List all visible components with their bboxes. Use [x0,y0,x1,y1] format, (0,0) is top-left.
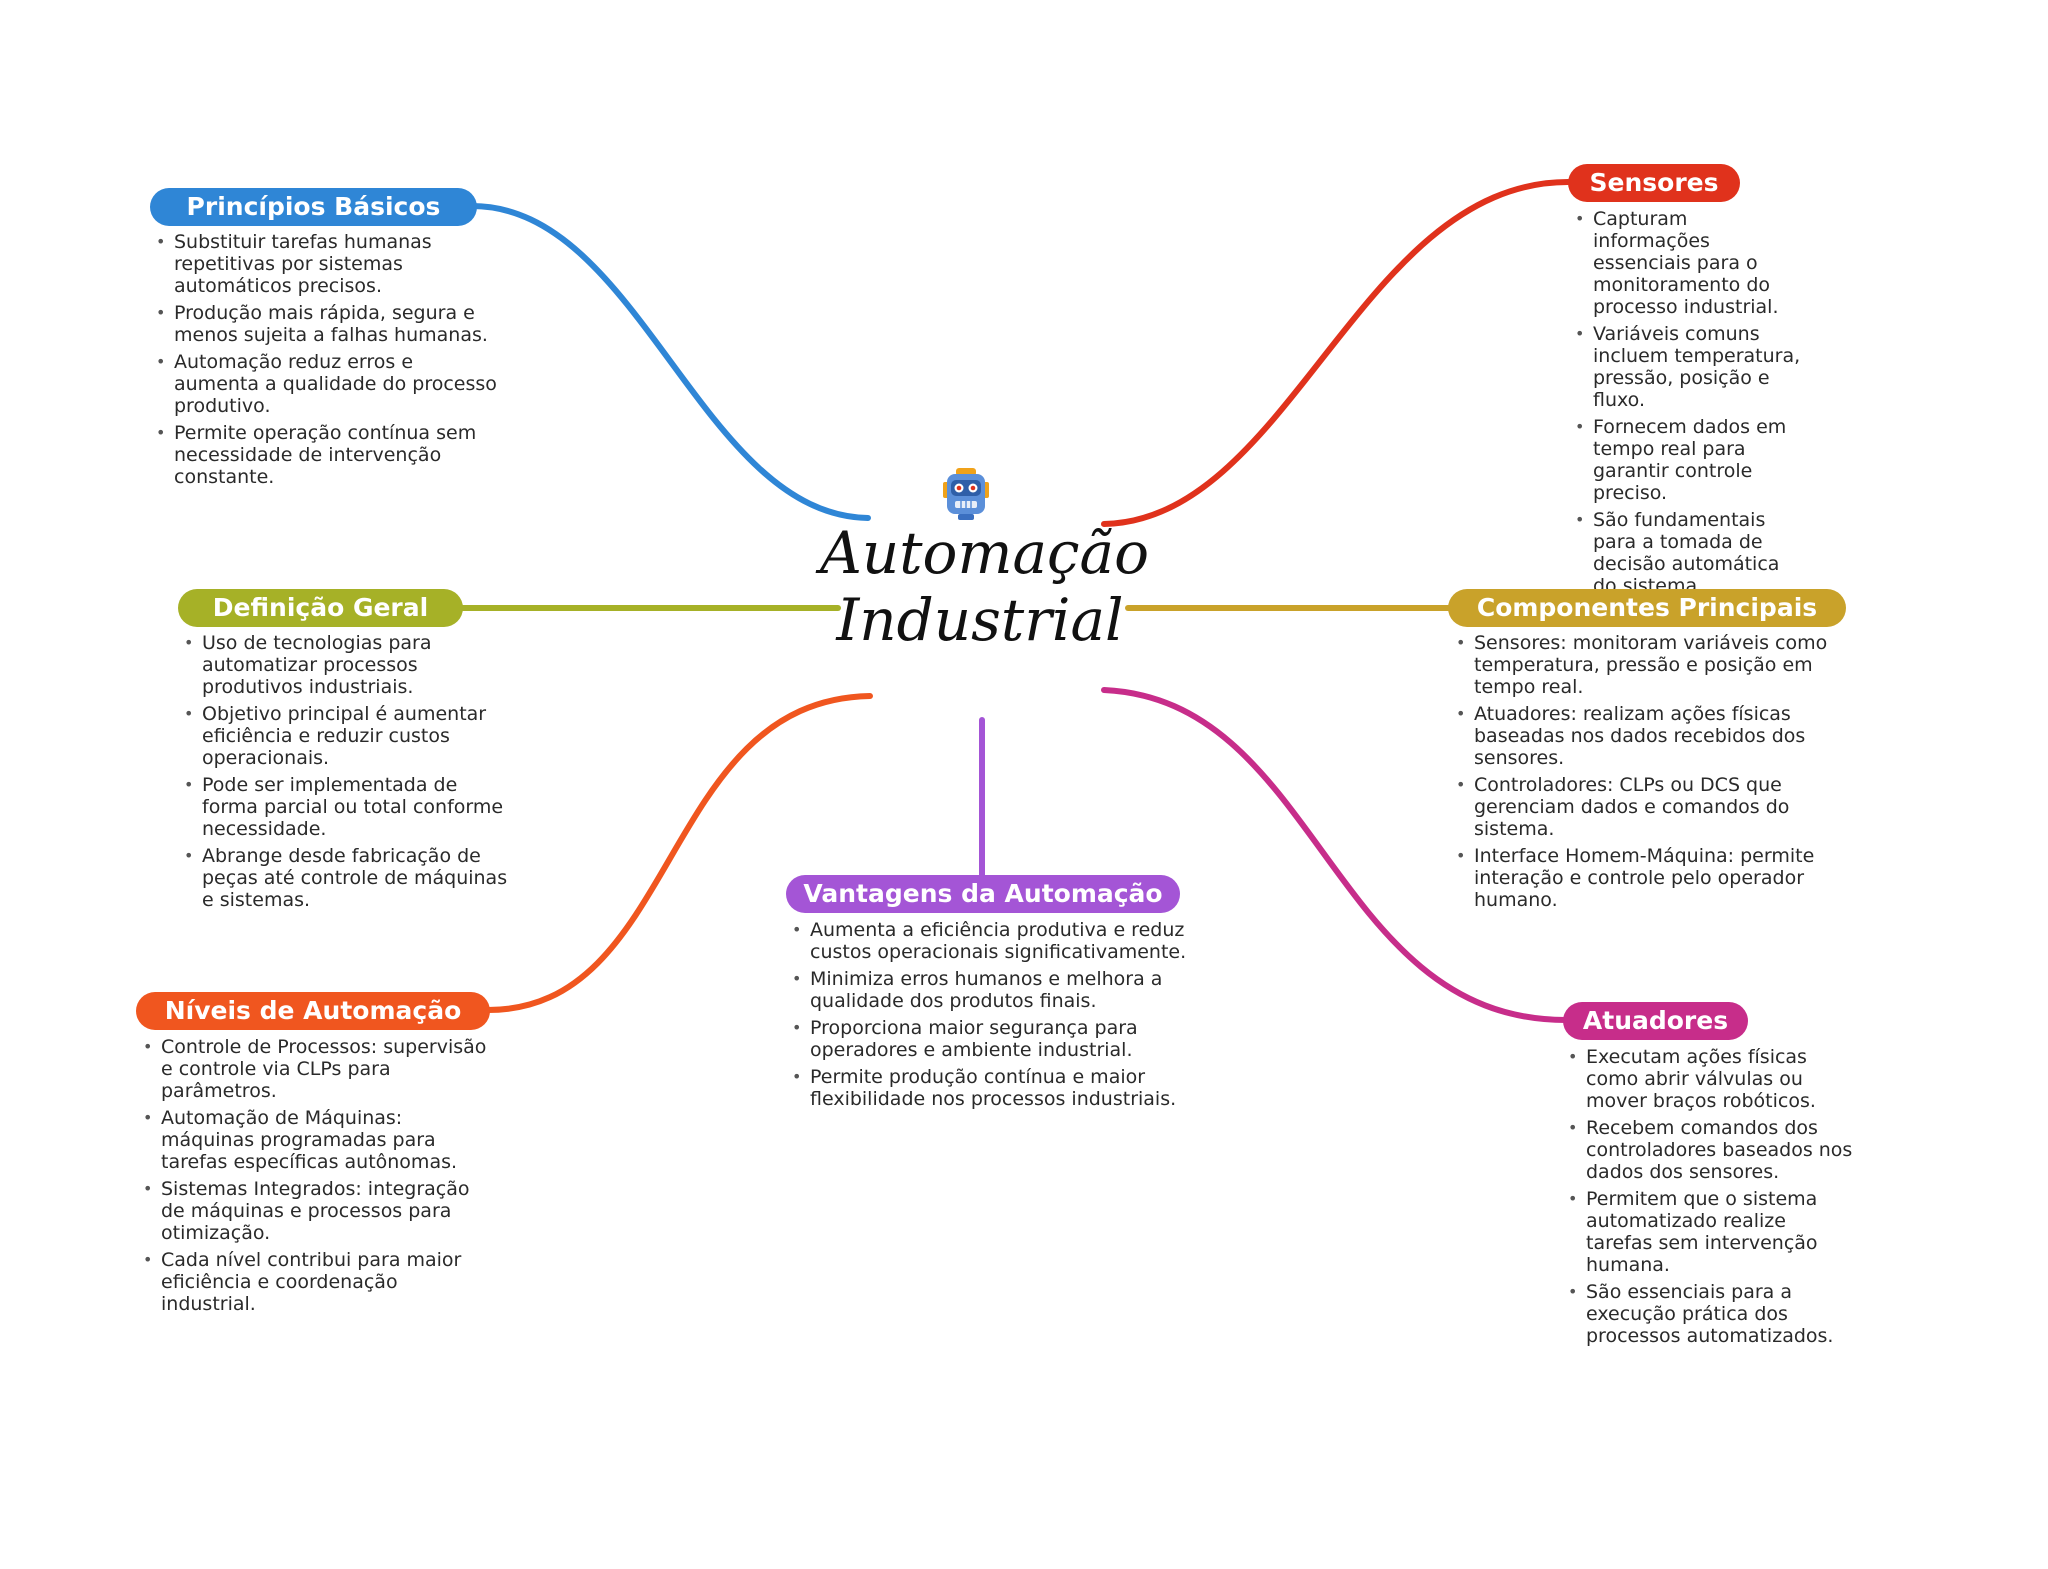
list-item: Recebem comandos dos controladores basea… [1568,1117,1856,1183]
list-item: Sensores: monitoram variáveis como tempe… [1456,632,1869,698]
connector-niveis [485,693,873,1013]
notes-principios-basicos: Substituir tarefas humanas repetitivas p… [150,231,504,493]
list-item: Capturam informações essenciais para o m… [1575,208,1803,318]
central-topic-line2: Industrial [836,586,1124,655]
connector-principios [469,203,871,521]
list-item: Substituir tarefas humanas repetitivas p… [156,231,504,297]
list-item: Automação reduz erros e aumenta a qualid… [156,351,504,417]
list-item: Permite operação contínua sem necessidad… [156,422,504,488]
list-item: Sistemas Integrados: integração de máqui… [143,1178,491,1244]
connector-atuadores [1101,687,1569,1023]
list-item: Controle de Processos: supervisão e cont… [143,1036,491,1102]
notes-atuadores: Executam ações físicas como abrir válvul… [1562,1046,1856,1352]
list-item: Executam ações físicas como abrir válvul… [1568,1046,1856,1112]
branch-atuadores[interactable]: Atuadores [1563,1002,1748,1040]
list-item: Cada nível contribui para maior eficiênc… [143,1249,491,1315]
branch-sensores[interactable]: Sensores [1568,164,1740,202]
branch-niveis-de-automacao[interactable]: Níveis de Automação [136,992,490,1030]
robot-icon [943,468,989,520]
branch-componentes-principais[interactable]: Componentes Principais [1448,589,1846,627]
notes-componentes-principais: Sensores: monitoram variáveis como tempe… [1450,632,1869,916]
list-item: Pode ser implementada de forma parcial o… [184,774,512,840]
list-item: Minimiza erros humanos e melhora a quali… [792,968,1190,1012]
notes-vantagens-da-automacao: Aumenta a eficiência produtiva e reduz c… [786,919,1190,1115]
list-item: Proporciona maior segurança para operado… [792,1017,1190,1061]
list-item: Automação de Máquinas: máquinas programa… [143,1107,491,1173]
list-item: Fornecem dados em tempo real para garant… [1575,416,1803,504]
connector-sensores [1101,179,1571,527]
branch-definicao-geral[interactable]: Definição Geral [178,589,463,627]
list-item: Objetivo principal é aumentar eficiência… [184,703,512,769]
list-item: Aumenta a eficiência produtiva e reduz c… [792,919,1190,963]
list-item: Produção mais rápida, segura e menos suj… [156,302,504,346]
list-item: Abrange desde fabricação de peças até co… [184,845,512,911]
list-item: Permite produção contínua e maior flexib… [792,1066,1190,1110]
central-topic-line1: Automação [820,519,1150,587]
list-item: Uso de tecnologias para automatizar proc… [184,632,512,698]
list-item: São essenciais para a execução prática d… [1568,1281,1856,1347]
list-item: Controladores: CLPs ou DCS que gerenciam… [1456,774,1869,840]
branch-principios-basicos[interactable]: Princípios Básicos [150,188,477,226]
list-item: Permitem que o sistema automatizado real… [1568,1188,1856,1276]
notes-sensores: Capturam informações essenciais para o m… [1569,208,1803,602]
central-topic[interactable]: Automação Industrial [820,519,1150,655]
list-item: Interface Homem-Máquina: permite interaç… [1456,845,1869,911]
notes-definicao-geral: Uso de tecnologias para automatizar proc… [178,632,512,916]
branch-vantagens-da-automacao[interactable]: Vantagens da Automação [786,875,1180,913]
list-item: Atuadores: realizam ações físicas basead… [1456,703,1869,769]
notes-niveis-de-automacao: Controle de Processos: supervisão e cont… [137,1036,491,1320]
list-item: Variáveis comuns incluem temperatura, pr… [1575,323,1803,411]
list-item: São fundamentais para a tomada de decisã… [1575,509,1803,597]
